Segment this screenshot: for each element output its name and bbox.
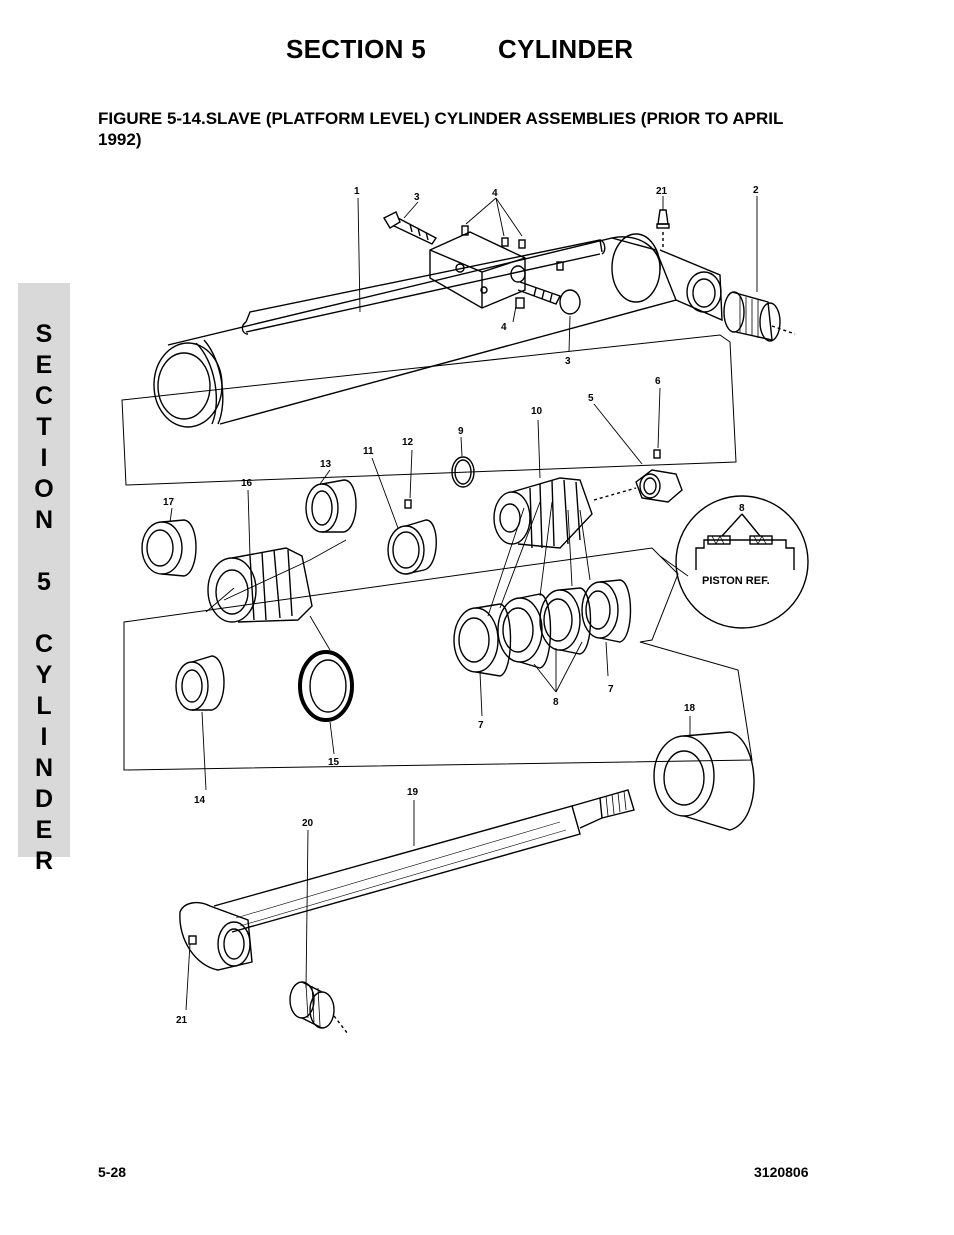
callout-17: 17 xyxy=(163,497,175,508)
piston-group-frame xyxy=(121,334,737,486)
callout-21-top: 21 xyxy=(656,186,668,197)
callout-10: 10 xyxy=(531,406,543,417)
callout-21-bottom: 21 xyxy=(176,1015,188,1026)
wiper-seal xyxy=(141,519,197,577)
rod-eye-bushing xyxy=(289,981,349,1035)
side-tab-letter: R xyxy=(34,847,54,875)
piston-rod xyxy=(213,789,635,933)
callout-4-bottom: 4 xyxy=(501,322,507,333)
rod-eye xyxy=(179,901,253,971)
guide-bushing xyxy=(305,479,357,533)
cylinder-barrel xyxy=(153,233,677,428)
locknut xyxy=(635,469,683,503)
rod-head xyxy=(207,547,313,623)
callout-18: 18 xyxy=(684,703,696,714)
spacer-ring xyxy=(387,519,437,575)
side-tab-letter: S xyxy=(35,320,53,348)
section-header: SECTION 5 CYLINDER xyxy=(286,34,633,65)
callout-16: 16 xyxy=(241,478,253,489)
side-tab-letter: Y xyxy=(35,661,53,689)
callout-20: 20 xyxy=(302,818,314,829)
callout-9: 9 xyxy=(458,426,464,437)
side-tab-letter: D xyxy=(34,785,54,813)
callout-14: 14 xyxy=(194,795,206,806)
callout-1: 1 xyxy=(354,186,360,197)
leader-lines xyxy=(169,196,758,1011)
piston-seals xyxy=(453,579,632,677)
o-ring xyxy=(451,456,475,488)
section-number: SECTION 5 xyxy=(286,34,426,64)
callout-11: 11 xyxy=(363,446,374,457)
callout-8-seals: 8 xyxy=(553,697,559,708)
setscrew-6 xyxy=(653,449,661,459)
side-tab-letter: 5 xyxy=(37,568,51,596)
piston-ref-label: PISTON REF. xyxy=(702,575,770,587)
callout-13: 13 xyxy=(320,459,332,470)
check-valve-left xyxy=(383,211,438,245)
callout-12: 12 xyxy=(402,437,414,448)
bushing-2 xyxy=(723,291,796,342)
side-tab-letter: C xyxy=(34,630,54,658)
piston xyxy=(493,477,637,549)
callout-4-top: 4 xyxy=(492,188,498,199)
side-tab-letter: N xyxy=(34,754,54,782)
figure-title: FIGURE 5-14.SLAVE (PLATFORM LEVEL) CYLIN… xyxy=(98,109,784,149)
rod-seal xyxy=(298,650,354,722)
callout-8-detail: 8 xyxy=(739,503,745,514)
callout-7-right: 7 xyxy=(608,684,614,695)
callout-5: 5 xyxy=(588,393,594,404)
side-tab-letter: I xyxy=(40,444,48,472)
side-tab-letter: I xyxy=(40,723,48,751)
callout-7-left: 7 xyxy=(478,720,484,731)
cylinder-end-cap xyxy=(659,249,723,322)
bleeder-fitting-top xyxy=(656,209,670,250)
callout-19: 19 xyxy=(407,787,419,798)
callout-15: 15 xyxy=(328,757,340,768)
piston-detail-view xyxy=(675,495,809,629)
side-tab-letter: E xyxy=(35,351,53,379)
side-tab-letter: O xyxy=(34,475,54,503)
callout-2: 2 xyxy=(753,185,759,196)
cylinder-head xyxy=(653,731,755,831)
side-tab-letter: E xyxy=(35,816,53,844)
callout-3-top: 3 xyxy=(414,192,420,203)
callout-6: 6 xyxy=(655,376,661,387)
side-tab-letter: N xyxy=(34,506,54,534)
document-number: 3120806 xyxy=(754,1164,809,1180)
side-tab-letter: T xyxy=(36,413,52,441)
side-tab-letter: C xyxy=(34,382,54,410)
valve-block xyxy=(429,231,526,309)
callout-3-bottom: 3 xyxy=(565,356,571,367)
section-title: CYLINDER xyxy=(498,34,634,64)
page-number: 5-28 xyxy=(98,1164,127,1180)
rod-bushing xyxy=(175,655,225,711)
plugs xyxy=(461,225,564,309)
setscrew-12 xyxy=(404,499,412,509)
side-tab-letter: L xyxy=(36,692,52,720)
check-valve-right xyxy=(517,281,581,315)
